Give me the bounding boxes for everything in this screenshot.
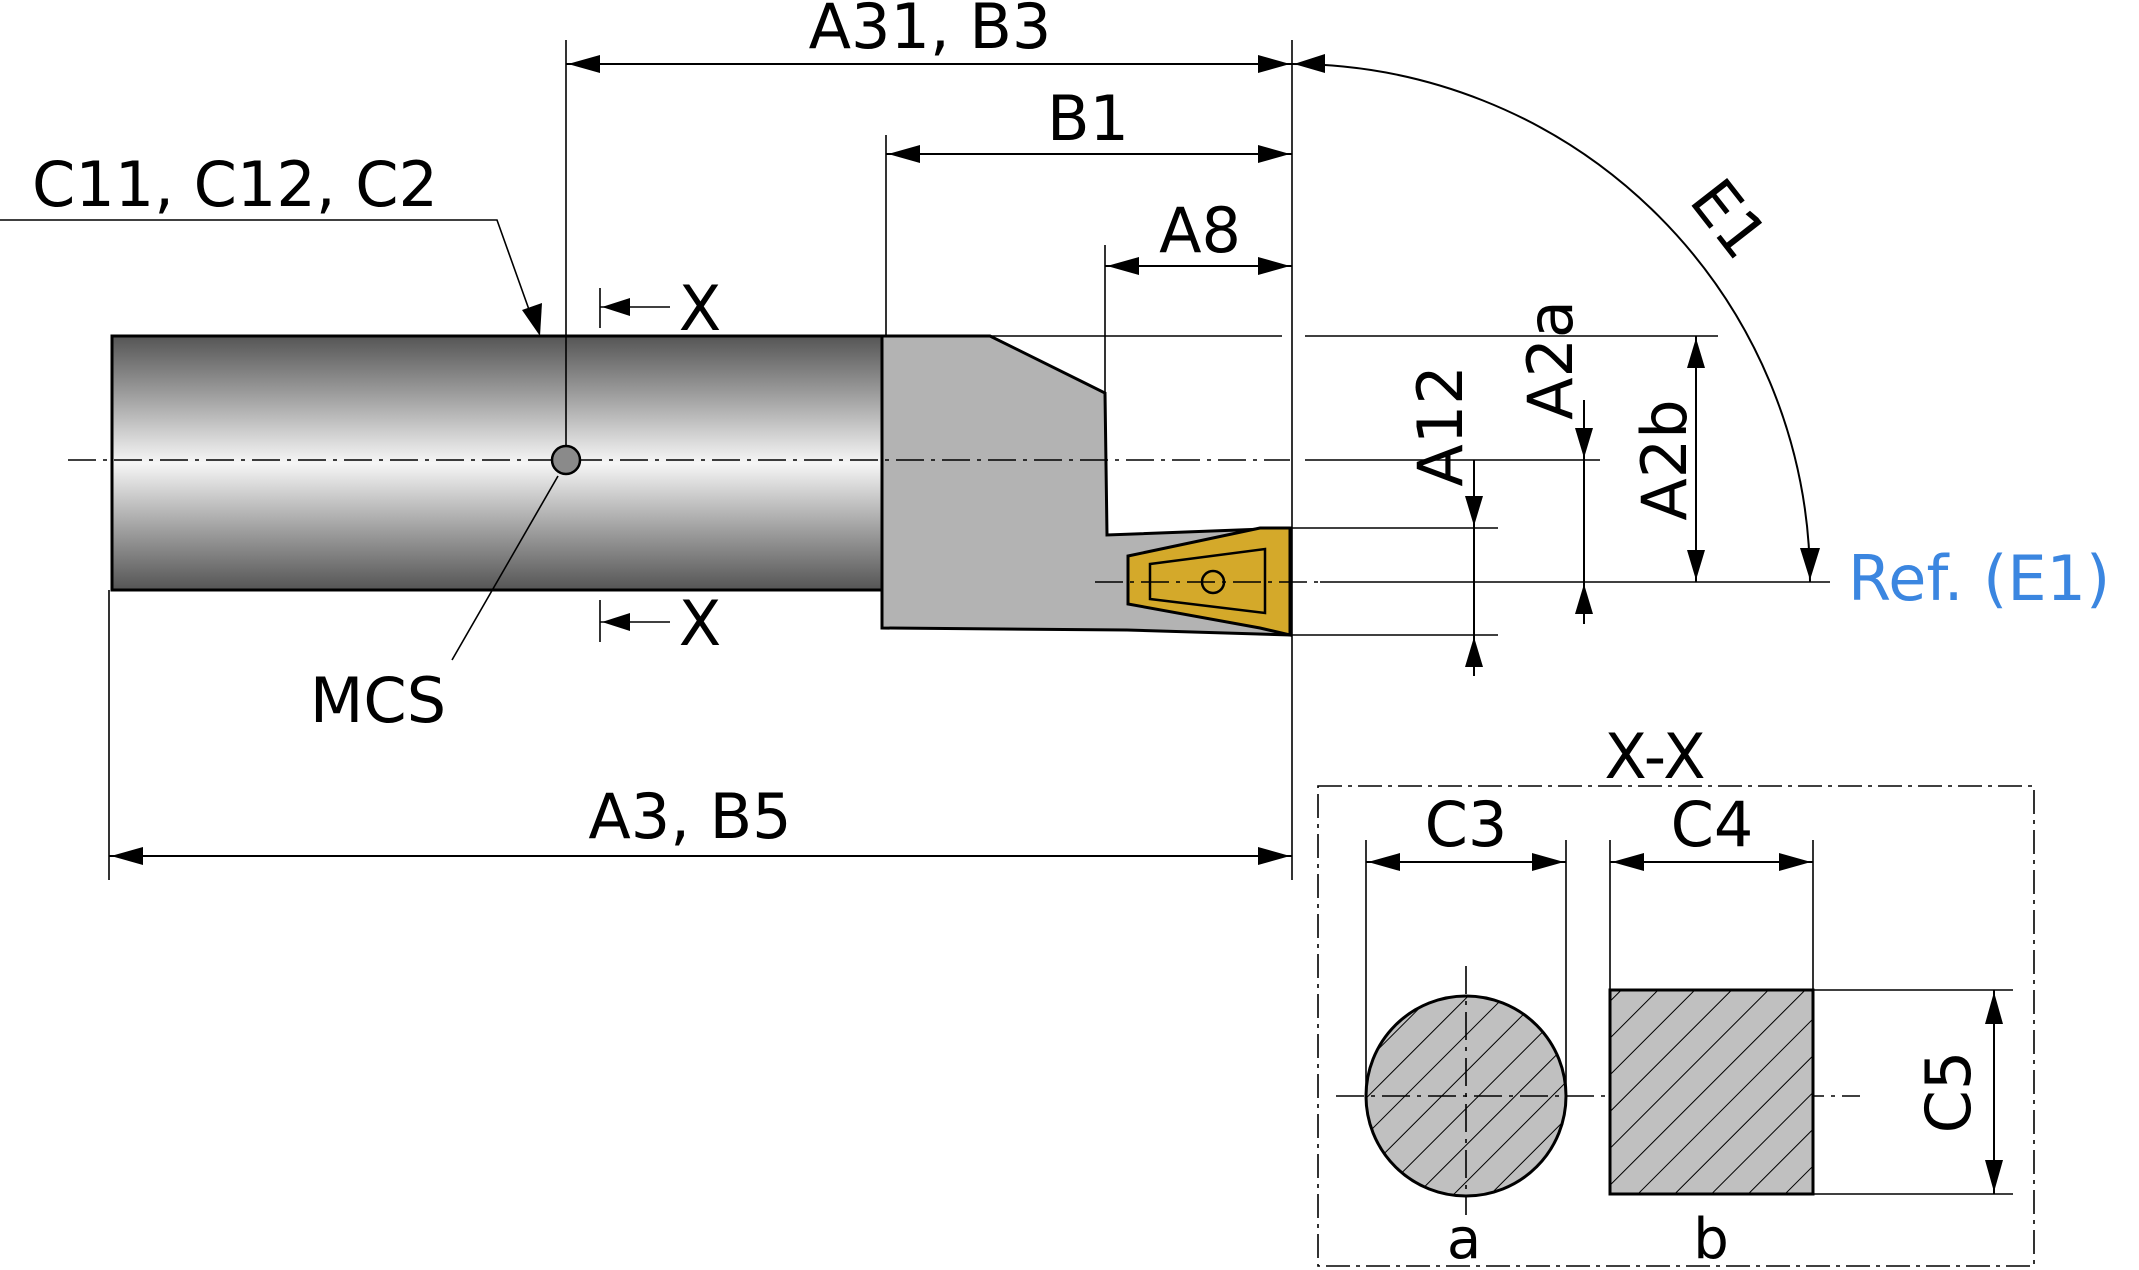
dim-a12-arrow-top [1465, 496, 1483, 526]
a31-b3-label: A31, B3 [809, 0, 1052, 63]
mcs-leader [451, 475, 559, 661]
section-x-bottom-label: X [679, 587, 721, 660]
mcs-label: MCS [310, 664, 446, 737]
dim-a31-arrow-left [568, 55, 600, 73]
square-shank-section [1608, 988, 1815, 1196]
dim-c4-arrow-right [1779, 853, 1811, 871]
dim-e1-arrow-end [1800, 548, 1820, 580]
dim-a2b-arrow-bottom [1687, 550, 1705, 580]
dim-a2a-arrow-bottom [1575, 584, 1593, 614]
shank [110, 334, 884, 592]
dim-a3-arrow-left [111, 847, 143, 865]
dim-c3-arrow-left [1368, 853, 1400, 871]
ref-e1-label: Ref. (E1) [1848, 542, 2110, 615]
c11-c12-c2-label: C11, C12, C2 [32, 148, 438, 221]
dim-c3-arrow-right [1532, 853, 1564, 871]
section-x-top-label: X [679, 272, 721, 345]
section-arrow-top [602, 298, 630, 316]
dim-b1-arrow-left [888, 145, 920, 163]
e1-label: E1 [1676, 165, 1782, 272]
dim-c4-arrow-left [1612, 853, 1644, 871]
insert-pocket [1148, 547, 1267, 615]
dim-a2a-arrow-top [1575, 428, 1593, 458]
dim-a2b-arrow-top [1687, 338, 1705, 368]
a8-label: A8 [1159, 194, 1241, 267]
dim-a12-arrow-bottom [1465, 637, 1483, 667]
c5-label: C5 [1912, 1051, 1985, 1134]
a12-label: A12 [1404, 365, 1477, 486]
a3-b5-label: A3, B5 [588, 780, 791, 853]
section-b-label: b [1693, 1207, 1729, 1270]
dim-c5-arrow-top [1985, 992, 2003, 1024]
c-leader [0, 219, 533, 319]
section-frame [1317, 785, 2035, 1267]
c-leader-arrow [522, 303, 542, 336]
dim-a8-arrow-left [1107, 257, 1139, 275]
mcs-point-icon [550, 444, 582, 476]
section-a-label: a [1447, 1207, 1481, 1270]
dim-e1-arc [1291, 63, 1811, 583]
a2b-label: A2b [1628, 399, 1701, 520]
c3-label: C3 [1425, 788, 1508, 861]
dim-e1-arrow-start [1294, 54, 1325, 73]
dim-a8-arrow-right [1258, 257, 1290, 275]
dim-a31-arrow-right [1258, 55, 1290, 73]
a2a-label: A2a [1514, 300, 1587, 420]
section-arrow-bottom [602, 613, 630, 631]
dim-c5-arrow-bottom [1985, 1160, 2003, 1192]
dim-b1-arrow-right [1258, 145, 1290, 163]
dim-a3-arrow-right [1258, 847, 1290, 865]
section-title: X-X [1604, 720, 1705, 793]
b1-label: B1 [1047, 82, 1129, 155]
c4-label: C4 [1671, 788, 1754, 861]
